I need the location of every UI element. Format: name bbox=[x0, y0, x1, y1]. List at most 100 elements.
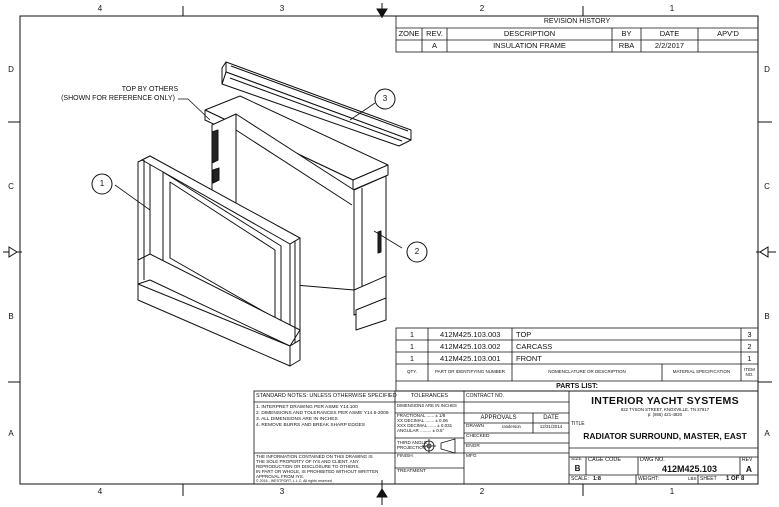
zone-row-c-left: C bbox=[8, 182, 14, 191]
leader-lines bbox=[114, 98, 403, 249]
size-value: B bbox=[574, 464, 581, 473]
standard-note-4: 4. REMOVE BURRS AND BREAK SHARP EDGES bbox=[256, 423, 365, 428]
top-by-others-note-line1: TOP BY OTHERS bbox=[121, 86, 179, 93]
parts-row-2-item: 2 bbox=[747, 342, 752, 351]
standard-note-1: 1. INTERPRET DRAWING PER ASME Y14.100 bbox=[256, 405, 358, 410]
revision-header-date: DATE bbox=[659, 29, 680, 38]
parts-header-item: ITEM NO. bbox=[744, 367, 755, 377]
zone-col-4-bottom: 4 bbox=[97, 487, 103, 496]
zone-row-b-left: B bbox=[8, 312, 14, 321]
parts-row-3-qty: 1 bbox=[409, 354, 415, 363]
zone-row-d-right: D bbox=[764, 65, 770, 74]
company-address: 822 TYSON STREET, KNOXVILLE, TN 37917 bbox=[620, 407, 710, 412]
tolerance-fractional: FRACTIONAL ...... ± 1/8 bbox=[397, 413, 446, 418]
revision-header-rev: REV. bbox=[426, 29, 443, 38]
projection-line2: PROJECTION bbox=[397, 445, 427, 450]
tolerance-xx: XX DECIMAL ....... ± 0.06 bbox=[397, 418, 448, 423]
disclaimer-copyright: © 2016 - WESTPORT, L.L.C. All rights res… bbox=[256, 479, 332, 483]
scale-label: SCALE: bbox=[571, 476, 589, 482]
zone-col-3-bottom: 3 bbox=[279, 487, 285, 496]
parts-header-part: PART OR IDENTIFYING NUMBER bbox=[434, 369, 505, 374]
title-label: TITLE bbox=[571, 421, 585, 427]
revision-header-zone: ZONE bbox=[398, 29, 420, 38]
zone-row-a-left: A bbox=[8, 429, 14, 438]
sheet-value: 1 OF 8 bbox=[726, 476, 745, 482]
parts-header-qty: QTY. bbox=[407, 369, 417, 374]
revision-row-by: RBA bbox=[618, 41, 635, 50]
company-name: INTERIOR YACHT SYSTEMS bbox=[591, 395, 739, 407]
revision-row-description: INSULATION FRAME bbox=[493, 41, 566, 50]
revision-header-description: DESCRIPTION bbox=[503, 29, 556, 38]
approvals-date-label: DATE bbox=[543, 415, 559, 421]
balloons bbox=[91, 88, 428, 263]
treatment-label: TREATMENT bbox=[397, 469, 426, 474]
tolerance-xxx: XXX DECIMAL ...... ± 0.031 bbox=[397, 423, 453, 428]
balloon-3: 3 bbox=[382, 94, 388, 103]
part-front bbox=[137, 155, 301, 367]
parts-row-1-qty: 1 bbox=[409, 330, 415, 339]
zone-col-1-bottom: 1 bbox=[669, 487, 675, 496]
top-by-others-note-line2: (SHOWN FOR REFERENCE ONLY) bbox=[61, 95, 175, 102]
zone-row-b-right: B bbox=[764, 312, 770, 321]
company-phone: p: (865) 421-4920 bbox=[647, 412, 683, 417]
standard-note-2: 2. DIMENSIONS AND TOLERANCES PER ASME Y1… bbox=[256, 411, 389, 416]
balloon-2: 2 bbox=[414, 247, 420, 256]
revision-row-rev: A bbox=[431, 41, 437, 50]
engr-label: ENGR bbox=[466, 444, 480, 449]
weight-label: WEIGHT: bbox=[638, 476, 659, 482]
revision-table-grid bbox=[395, 15, 759, 53]
scale-value: 1:8 bbox=[593, 476, 601, 482]
rev-label: REV bbox=[742, 457, 753, 463]
zone-col-1-top: 1 bbox=[669, 4, 675, 13]
disclaimer-line-2: THE SOLE PROPERTY OF IYS AND CLIENT. ANY bbox=[256, 459, 359, 464]
revision-header-by: BY bbox=[621, 29, 632, 38]
standard-notes-title: STANDARD NOTES: UNLESS OTHERWISE SPECIFI… bbox=[256, 393, 397, 399]
parts-list-title: PARTS LIST: bbox=[556, 383, 598, 390]
dwg-no-value: 412M425.103 bbox=[662, 464, 718, 474]
revision-row-date: 2/2/2017 bbox=[654, 41, 685, 50]
disclaimer-line-1: THE INFORMATION CONTAINED ON THIS DRAWIN… bbox=[256, 454, 373, 459]
drawing-title: RADIATOR SURROUND, MASTER, EAST bbox=[583, 431, 747, 441]
disclaimer-line-4: IN PART OR WHOLE, IS PROHIBITED WITHOUT … bbox=[256, 469, 379, 474]
contract-no-label: CONTRACT NO. bbox=[466, 393, 504, 399]
revision-history-title: REVISION HISTORY bbox=[543, 18, 611, 25]
parts-row-3-part: 412M425.103.001 bbox=[440, 354, 501, 363]
weight-unit: LBS bbox=[688, 476, 697, 481]
revision-header-apvd: APV'D bbox=[717, 29, 739, 38]
drawn-date: 12/31/2014 bbox=[539, 424, 563, 429]
parts-row-1-item: 3 bbox=[747, 330, 752, 339]
zone-col-4-top: 4 bbox=[97, 4, 103, 13]
centering-marks bbox=[3, 3, 776, 505]
title-block-grid bbox=[253, 390, 759, 485]
parts-row-2-qty: 1 bbox=[409, 342, 415, 351]
tolerances-title: TOLERANCES bbox=[410, 393, 449, 399]
parts-row-3-desc: FRONT bbox=[516, 354, 542, 363]
part-top bbox=[221, 61, 412, 147]
zone-col-2-top: 2 bbox=[479, 4, 485, 13]
drawn-by: randerson bbox=[502, 424, 521, 429]
third-angle-projection-symbol bbox=[422, 438, 456, 454]
parts-row-3-item: 1 bbox=[747, 354, 752, 363]
zone-row-c-right: C bbox=[764, 182, 770, 191]
approvals-title: APPROVALS bbox=[480, 415, 517, 421]
parts-row-1-desc: TOP bbox=[516, 330, 532, 339]
checked-label: CHECKED bbox=[466, 434, 490, 439]
parts-header-desc: NOMENCLATURE OR DESCRIPTION bbox=[548, 369, 626, 374]
standard-note-3: 3. ALL DIMENSIONS ARE IN INCHES bbox=[256, 417, 338, 422]
disclaimer-line-3: REPRODUCTION OR DISCLOSURE TO OTHERS, bbox=[256, 464, 360, 469]
size-label: SIZE bbox=[571, 457, 582, 462]
zone-row-a-right: A bbox=[764, 429, 770, 438]
parts-header-material: MATERIAL SPECIFICATION bbox=[672, 369, 731, 374]
projection-line1: THIRD ANGLE bbox=[397, 440, 428, 445]
disclaimer-line-5: APPROVAL FROM IYS. bbox=[256, 474, 305, 479]
zone-col-2-bottom: 2 bbox=[479, 487, 485, 496]
tolerances-units: DIMENSIONS ARE IN INCHES bbox=[397, 403, 457, 408]
zone-row-d-left: D bbox=[8, 65, 14, 74]
sheet-label: SHEET bbox=[700, 476, 717, 482]
zone-col-3-top: 3 bbox=[279, 4, 285, 13]
drawn-label: DRAWN bbox=[466, 424, 484, 429]
parts-row-1-part: 412M425.103.003 bbox=[440, 330, 501, 339]
sheet-border bbox=[8, 6, 772, 496]
rev-value: A bbox=[745, 464, 753, 474]
